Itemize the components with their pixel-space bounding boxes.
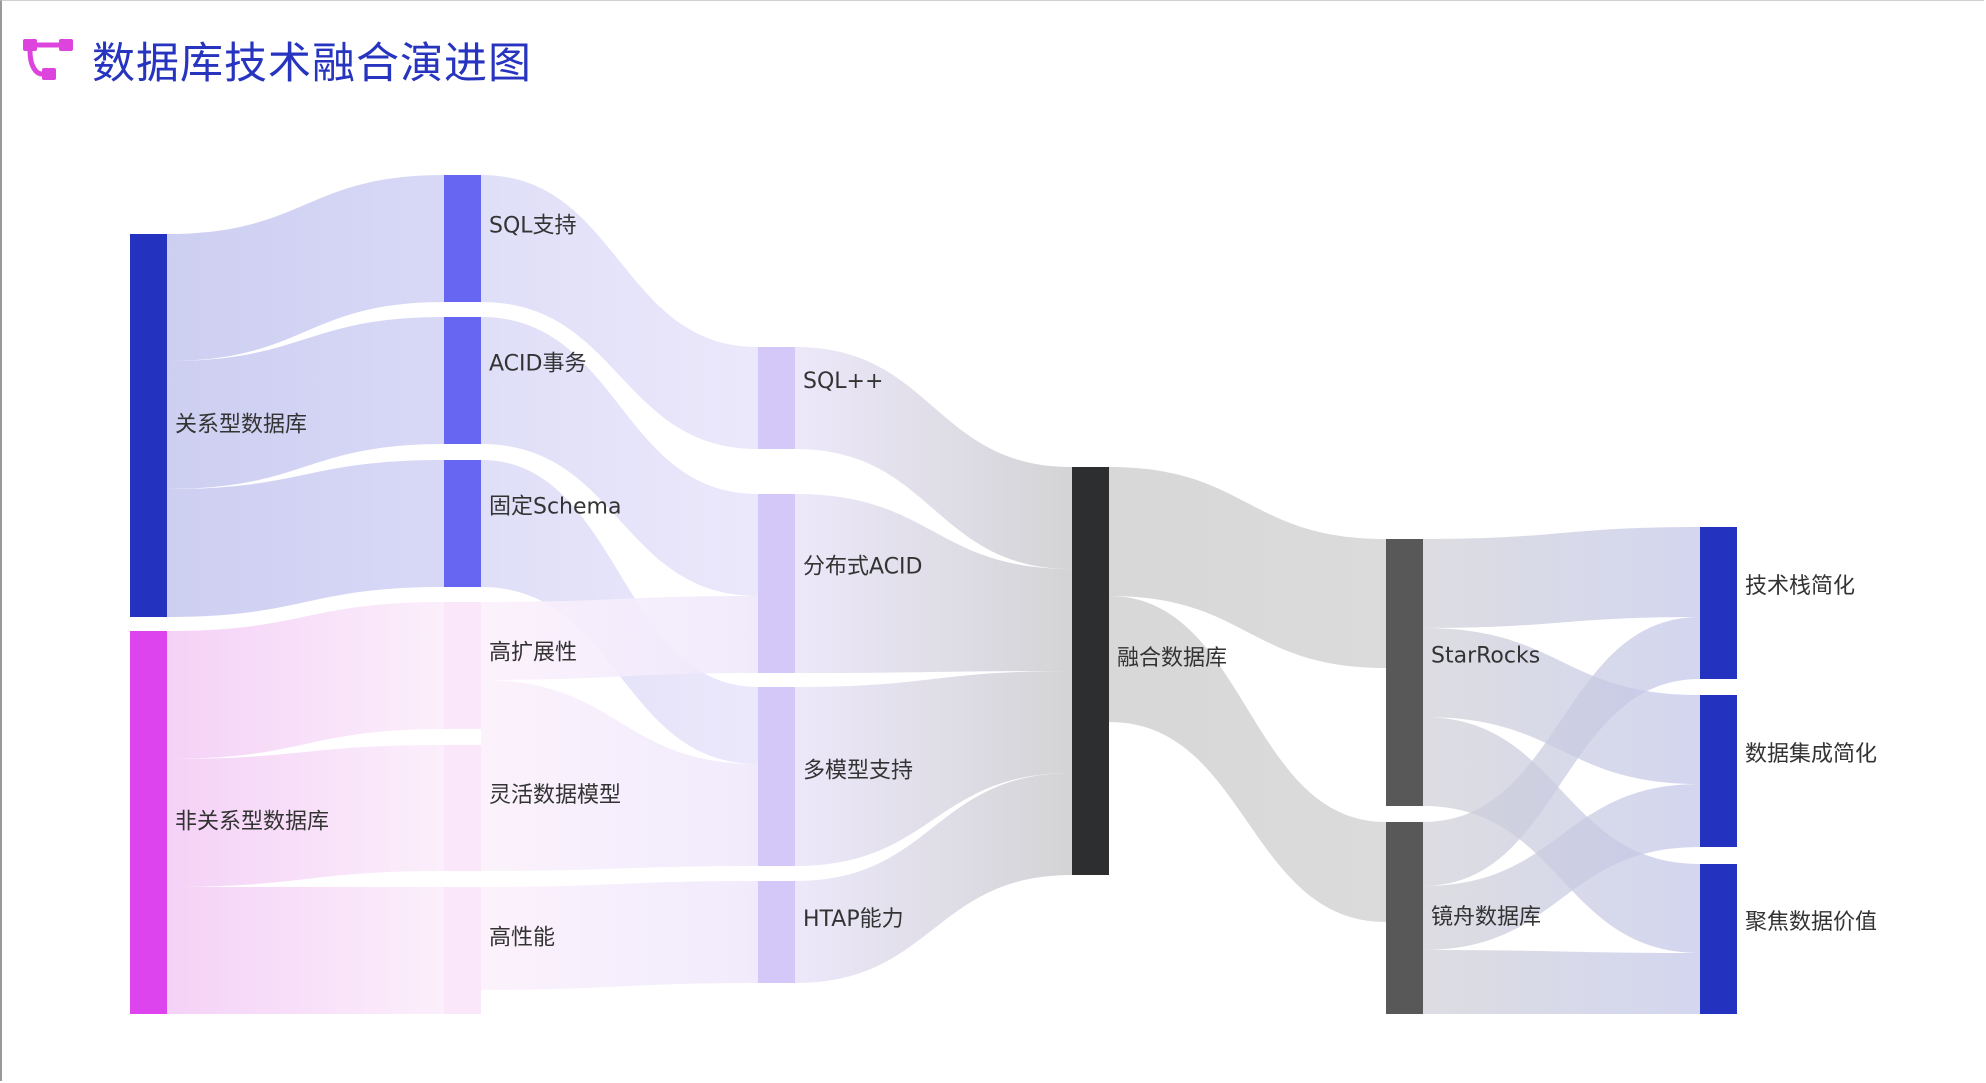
node-label-sqlpp: SQL++ [803, 369, 883, 394]
node-dacid[interactable] [758, 494, 795, 673]
node-label-sql: SQL支持 [489, 214, 577, 239]
link-nonrel-to-scal [167, 602, 444, 759]
node-label-nonrel: 非关系型数据库 [175, 810, 329, 835]
node-label-acid: ACID事务 [489, 352, 586, 377]
node-acid[interactable] [444, 317, 481, 444]
node-flex[interactable] [444, 745, 481, 871]
sankey-links [167, 175, 1700, 1014]
link-fusion-to-starrocks [1109, 467, 1386, 668]
link-rel-to-acid [167, 317, 444, 489]
node-starrocks[interactable] [1386, 539, 1423, 806]
node-sqlpp[interactable] [758, 347, 795, 449]
link-starrocks-to-integ [1423, 628, 1700, 784]
link-perf-to-htap [481, 881, 758, 990]
link-starrocks-to-stack [1423, 527, 1700, 628]
link-sql-to-sqlpp [481, 175, 758, 449]
node-integ[interactable] [1700, 695, 1737, 847]
node-sql[interactable] [444, 175, 481, 302]
node-label-fusion: 融合数据库 [1117, 646, 1227, 671]
link-fusion-to-jingzhou [1109, 596, 1386, 922]
node-label-schema: 固定Schema [489, 495, 621, 520]
node-label-htap: HTAP能力 [803, 907, 904, 932]
link-scal-to-dacid [481, 596, 758, 680]
page-title: 数据库技术融合演进图 [92, 39, 532, 89]
link-nonrel-to-flex [167, 745, 444, 887]
node-label-scal: 高扩展性 [489, 641, 577, 666]
node-label-stack: 技术栈简化 [1745, 574, 1855, 599]
node-scal[interactable] [444, 602, 481, 729]
header: 数据库技术融合演进图 [22, 28, 532, 92]
link-htap-to-fusion [795, 773, 1072, 983]
link-jingzhou-to-value [1423, 950, 1700, 1014]
diagram-icon [23, 39, 73, 80]
node-label-rel: 关系型数据库 [175, 413, 307, 438]
link-acid-to-dacid [481, 317, 758, 596]
node-label-jingzhou: 镜舟数据库 [1431, 905, 1541, 930]
link-flex-to-multi [481, 680, 758, 871]
node-label-dacid: 分布式ACID [803, 555, 922, 580]
node-htap[interactable] [758, 881, 795, 983]
link-nonrel-to-perf [167, 887, 444, 1014]
node-label-starrocks: StarRocks [1431, 644, 1540, 669]
sankey-nodes [130, 175, 1737, 1014]
node-fusion[interactable] [1072, 467, 1109, 875]
node-multi[interactable] [758, 687, 795, 866]
node-label-flex: 灵活数据模型 [489, 783, 621, 808]
node-perf[interactable] [444, 887, 481, 1014]
node-value[interactable] [1700, 864, 1737, 1014]
node-schema[interactable] [444, 460, 481, 587]
link-jingzhou-to-stack [1423, 617, 1700, 886]
node-jingzhou[interactable] [1386, 822, 1423, 1014]
node-label-value: 聚焦数据价值 [1745, 910, 1877, 935]
node-rel[interactable] [130, 234, 167, 617]
node-label-integ: 数据集成简化 [1745, 742, 1877, 767]
link-dacid-to-fusion [795, 494, 1072, 673]
node-nonrel[interactable] [130, 631, 167, 1014]
node-label-multi: 多模型支持 [803, 759, 913, 784]
link-jingzhou-to-integ [1423, 784, 1700, 950]
link-sqlpp-to-fusion [795, 347, 1072, 569]
link-rel-to-sql [167, 175, 444, 361]
node-stack[interactable] [1700, 527, 1737, 679]
link-multi-to-fusion [795, 671, 1072, 866]
node-label-perf: 高性能 [489, 926, 555, 951]
link-rel-to-schema [167, 460, 444, 617]
